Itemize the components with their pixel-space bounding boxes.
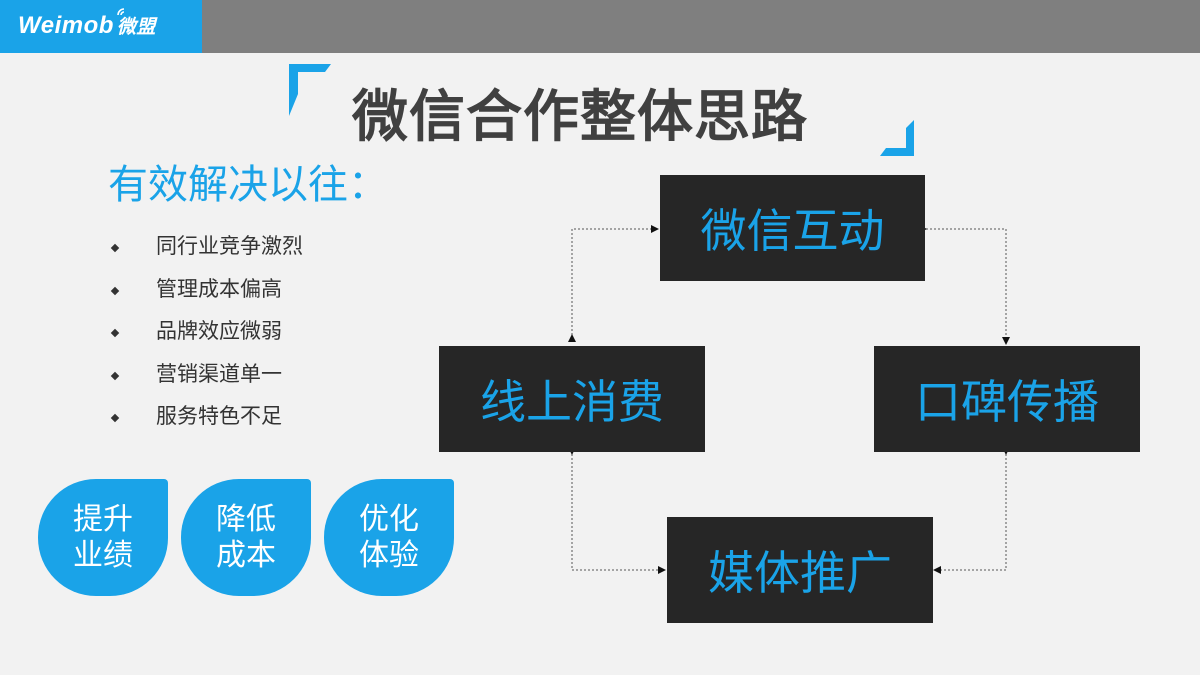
- benefit-badge-performance: 提升 业绩: [38, 479, 168, 596]
- title-bracket-left-icon: [289, 64, 331, 116]
- connector-right-bottom: [933, 447, 1010, 574]
- list-item-text: 品牌效应微弱: [156, 319, 282, 343]
- node-word-of-mouth: 口碑传播: [874, 346, 1140, 452]
- connector-top-left: [568, 225, 659, 342]
- problem-list: 同行业竞争激烈 管理成本偏高 品牌效应微弱 营销渠道单一 服务特色不足: [108, 230, 303, 443]
- benefit-line: 成本: [216, 537, 276, 573]
- benefit-line: 优化: [359, 501, 419, 537]
- list-item-text: 营销渠道单一: [156, 361, 282, 386]
- title-bracket-right-icon: [880, 120, 914, 156]
- connector-left-bottom: [568, 447, 666, 574]
- slide-subtitle: 有效解决以往：: [108, 162, 388, 208]
- benefit-badge-cost: 降低 成本: [181, 479, 311, 596]
- benefit-line: 提升: [73, 501, 133, 537]
- list-item-text: 同行业竞争激烈: [156, 234, 303, 258]
- slide-title: 微信合作整体思路: [352, 85, 808, 150]
- benefit-badge-experience: 优化 体验: [324, 479, 454, 596]
- logo-wordmark: Weimob: [18, 12, 114, 39]
- node-media-promotion: 媒体推广: [667, 517, 933, 623]
- list-item-text: 管理成本偏高: [156, 276, 282, 301]
- benefit-line: 业绩: [73, 537, 133, 573]
- list-item: 管理成本偏高: [108, 273, 303, 316]
- signal-icon: [117, 8, 125, 16]
- list-item: 同行业竞争激烈: [108, 230, 303, 273]
- list-item: 服务特色不足: [108, 400, 303, 443]
- logo-chinese: 微盟: [116, 17, 156, 38]
- benefit-line: 降低: [216, 501, 276, 537]
- list-item: 营销渠道单一: [108, 358, 303, 401]
- list-item: 品牌效应微弱: [108, 315, 303, 358]
- list-item-text: 服务特色不足: [156, 404, 282, 428]
- connector-top-right: [919, 225, 1010, 345]
- node-online-consumption: 线上消费: [439, 346, 705, 452]
- benefit-line: 体验: [359, 537, 419, 573]
- node-wechat-interaction: 微信互动: [660, 175, 925, 281]
